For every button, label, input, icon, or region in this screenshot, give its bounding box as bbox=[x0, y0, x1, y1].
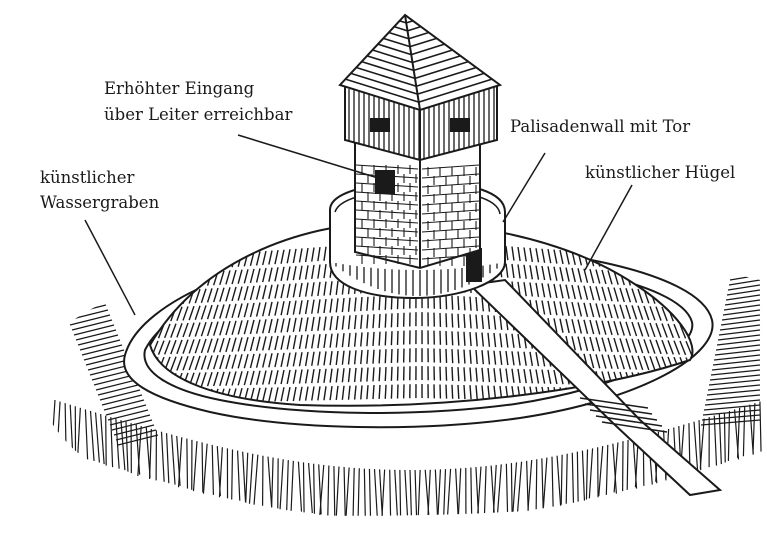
label-palisade: Palisadenwall mit Tor bbox=[510, 117, 690, 136]
window-left bbox=[370, 118, 390, 132]
window-right bbox=[450, 118, 470, 132]
entrance-door bbox=[375, 170, 395, 194]
label-entrance-line1: Erhöhter Eingang bbox=[104, 79, 255, 98]
label-entrance: Erhöhter Eingang über Leiter erreichbar bbox=[104, 79, 292, 124]
label-moat-line2: Wassergraben bbox=[40, 193, 160, 212]
label-moat: künstlicher Wassergraben bbox=[40, 168, 160, 212]
label-entrance-line2: über Leiter erreichbar bbox=[104, 105, 292, 124]
label-hill: künstlicher Hügel bbox=[585, 163, 735, 182]
label-moat-line1: künstlicher bbox=[40, 168, 135, 187]
